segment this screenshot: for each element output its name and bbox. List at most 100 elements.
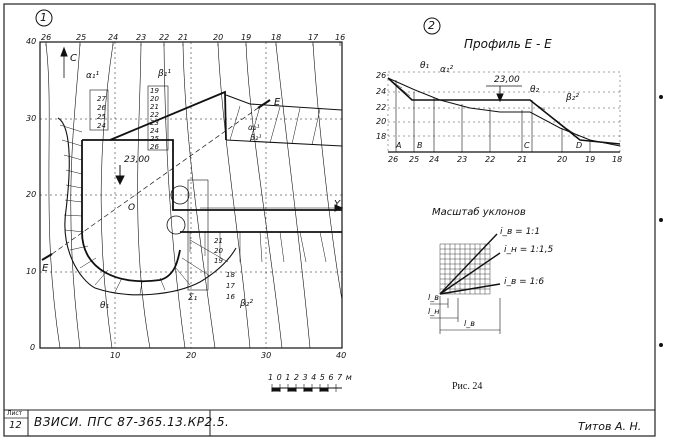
stair-mark: 24: [97, 122, 106, 130]
profile-point-a: A: [396, 141, 402, 150]
y-axis-arrow: [334, 204, 344, 212]
profile-left-axis-22: 22: [376, 103, 387, 112]
profile-slope-theta2: θ₂: [530, 85, 540, 95]
profile-bottom-axis-24: 24: [429, 155, 440, 164]
profile-design-line: [387, 77, 621, 145]
plan-top-axis-17: 17: [308, 33, 319, 42]
plan-top-axis-26: 26: [41, 33, 52, 42]
slope-scale-line-2: i_н = 1:1,5: [504, 245, 554, 255]
stair-mark: 22: [150, 111, 159, 119]
profile-slope-beta22: β₂²: [566, 93, 579, 103]
profile-point-c: C: [524, 141, 530, 150]
slope-label-sigma1: Σ₁: [188, 293, 198, 303]
stair-mark: 26: [97, 104, 106, 112]
stair-mark: 27: [97, 95, 106, 103]
plan-bottom-axis-30: 30: [261, 351, 272, 360]
slope-label-alpha11: α₁¹: [86, 71, 100, 81]
stair-mark: 25: [150, 135, 159, 143]
plan-bottom-axis-40: 40: [336, 351, 347, 360]
plan-level-label: 23,00: [124, 155, 150, 165]
plan-top-axis-25: 25: [76, 33, 87, 42]
stair-mark: 26: [150, 143, 159, 151]
profile-view: [387, 17, 621, 153]
profile-left-axis-18: 18: [376, 132, 387, 141]
stair-mark: 19: [214, 257, 223, 265]
slope-scale-line-1: i_в = 1:1: [500, 227, 541, 237]
stair-mark: 23: [150, 119, 159, 127]
sheet-label: Лист: [7, 410, 23, 417]
plan-section-mark-right: E: [274, 97, 281, 108]
profile-bottom-axis-26: 26: [388, 155, 399, 164]
plan-left-axis-30: 30: [26, 114, 37, 123]
stair-mark: 19: [150, 87, 159, 95]
stair-mark: 25: [97, 113, 106, 121]
slope-label-beta11: β₁¹: [158, 69, 171, 79]
plan-slope-hatch: [59, 105, 327, 295]
slope-label-alpha21: α₂¹: [248, 123, 260, 132]
plan-section-line: [41, 99, 271, 261]
profile-left-axis-26: 26: [376, 71, 387, 80]
plan-top-axis-21: 21: [178, 33, 189, 42]
plan-stair-tables: [89, 85, 209, 291]
plan-top-axis-24: 24: [108, 33, 119, 42]
slope-scale-dim-ln: l_н: [428, 307, 440, 316]
plan-left-axis-0: 0: [30, 343, 36, 352]
plan-circle-marker: [166, 215, 186, 235]
plan-circle-marker: [170, 185, 190, 205]
margin-dot: [659, 95, 663, 99]
section-trace: [51, 107, 259, 255]
plan-contours: [45, 43, 343, 349]
plan-grid-horizontal: [40, 118, 342, 273]
plan-x-axis-label: C: [70, 53, 77, 64]
plan-grid-vertical: [114, 42, 267, 348]
figure-1-circle: [35, 9, 53, 27]
profile-left-axis-20: 20: [376, 117, 387, 126]
plan-bottom-axis-10: 10: [110, 351, 121, 360]
plan-top-axis-20: 20: [213, 33, 224, 42]
profile-bottom-axis-22: 22: [485, 155, 496, 164]
plan-section-mark-left: E: [42, 263, 49, 274]
profile-level-label: 23,00: [494, 75, 520, 85]
slope-label-beta21: β₂¹: [250, 133, 262, 142]
stair-mark: 20: [214, 247, 223, 255]
profile-bottom-axis-19: 19: [585, 155, 596, 164]
profile-bottom-axis-20: 20: [557, 155, 568, 164]
stair-mark: 20: [150, 95, 159, 103]
stair-mark: 24: [150, 127, 159, 135]
author-name: Титов А. Н.: [578, 420, 642, 433]
slope-scale-title: Масштаб уклонов: [432, 207, 526, 218]
plan-pad-outline: [81, 90, 342, 282]
slope-scale-dim-lv: l_в: [428, 293, 439, 302]
sheet-frame: [3, 3, 656, 437]
slope-label-theta1: θ₁: [100, 301, 110, 311]
plan-left-axis-10: 10: [26, 267, 37, 276]
plan-slope-limits: [57, 94, 343, 296]
profile-bottom-axis-25: 25: [409, 155, 420, 164]
sheet-number: 12: [9, 420, 22, 431]
margin-dot: [659, 218, 663, 222]
slope-scale-lines: [439, 233, 501, 295]
plan-number: 1: [40, 11, 47, 24]
plan-top-axis-23: 23: [136, 33, 147, 42]
slope-scale-line-3: i_в = 1:6: [504, 277, 545, 287]
profile-slope-theta1: θ₁: [420, 61, 430, 71]
plan-view: [35, 9, 344, 349]
slope-scale-dim-lv2: l_в: [464, 319, 475, 328]
document-code: ВЗИСИ. ПГС 87-365.13.КР2.5.: [34, 415, 230, 429]
scale-bar: [271, 384, 342, 392]
plan-bottom-axis-20: 20: [186, 351, 197, 360]
stair-mark: 18: [226, 271, 235, 279]
profile-stations: [395, 80, 591, 152]
margin-dot: [659, 343, 663, 347]
plan-top-axis-22: 22: [159, 33, 170, 42]
scale-bar-label: 1 0 1 2 3 4 5 6 7 м: [268, 373, 353, 382]
plan-y-axis-label: Y: [334, 199, 341, 210]
slope-scale: [430, 233, 501, 334]
slope-label-beta22: β₂²: [240, 299, 253, 309]
profile-left-axis-24: 24: [376, 87, 387, 96]
plan-origin-label: O: [128, 203, 136, 213]
profile-title: Профиль Е - Е: [464, 37, 552, 51]
c-axis-arrow: [60, 46, 68, 57]
figure-caption: Рис. 24: [452, 381, 483, 392]
